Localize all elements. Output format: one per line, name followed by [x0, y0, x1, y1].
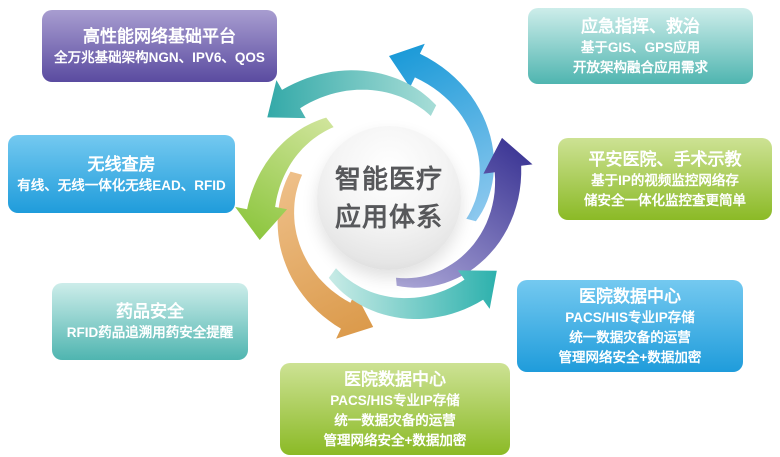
box-line: 有线、无线一体化无线EAD、RFID [17, 177, 226, 193]
box-line: 统一数据灾备的运营 [569, 329, 691, 345]
box-line: 开放架构融合应用需求 [573, 59, 708, 75]
box-wireless-rounds: 无线查房 有线、无线一体化无线EAD、RFID [8, 135, 235, 213]
box-title: 平安医院、手术示教 [588, 149, 742, 169]
box-line: 基于GIS、GPS应用 [580, 39, 701, 55]
box-title: 应急指挥、救治 [581, 16, 700, 36]
box-line: 统一数据灾备的运营 [334, 412, 456, 428]
box-drug-safety: 药品安全 RFID药品追溯用药安全提醒 [52, 283, 248, 360]
box-hospital-data-center-bottom: 医院数据中心 PACS/HIS专业IP存储 统一数据灾备的运营 管理网络安全+数… [280, 363, 510, 455]
box-line: 管理网络安全+数据加密 [558, 349, 702, 365]
box-line: RFID药品追溯用药安全提醒 [66, 325, 234, 340]
box-line: PACS/HIS专业IP存储 [565, 309, 695, 325]
box-line: 全万兆基础架构NGN、IPV6、QOS [54, 49, 265, 65]
box-safe-hospital: 平安医院、手术示教 基于IP的视频监控网络存 储安全一体化监控查更简单 [558, 138, 772, 220]
box-line: 管理网络安全+数据加密 [323, 432, 467, 448]
box-title: 高性能网络基础平台 [83, 26, 236, 46]
box-hospital-data-center-right: 医院数据中心 PACS/HIS专业IP存储 统一数据灾备的运营 管理网络安全+数… [517, 280, 743, 372]
box-line: 基于IP的视频监控网络存 [591, 172, 739, 188]
center-circle: 智能医疗 应用体系 [317, 126, 461, 270]
center-title-line1: 智能医疗 [334, 164, 443, 194]
swirl-arrow-teal-top-left [267, 70, 437, 119]
box-emergency-command: 应急指挥、救治 基于GIS、GPS应用 开放架构融合应用需求 [528, 8, 753, 84]
box-title: 药品安全 [116, 302, 184, 321]
swirl-arrow-teal-bottom-right [328, 268, 497, 319]
box-line: PACS/HIS专业IP存储 [330, 392, 460, 408]
box-line: 储安全一体化监控查更简单 [584, 192, 746, 208]
box-network-platform: 高性能网络基础平台 全万兆基础架构NGN、IPV6、QOS [42, 10, 277, 82]
box-title: 医院数据中心 [579, 286, 681, 306]
center-title-line2: 应用体系 [334, 202, 443, 232]
box-title: 无线查房 [87, 154, 156, 174]
box-title: 医院数据中心 [344, 369, 446, 389]
